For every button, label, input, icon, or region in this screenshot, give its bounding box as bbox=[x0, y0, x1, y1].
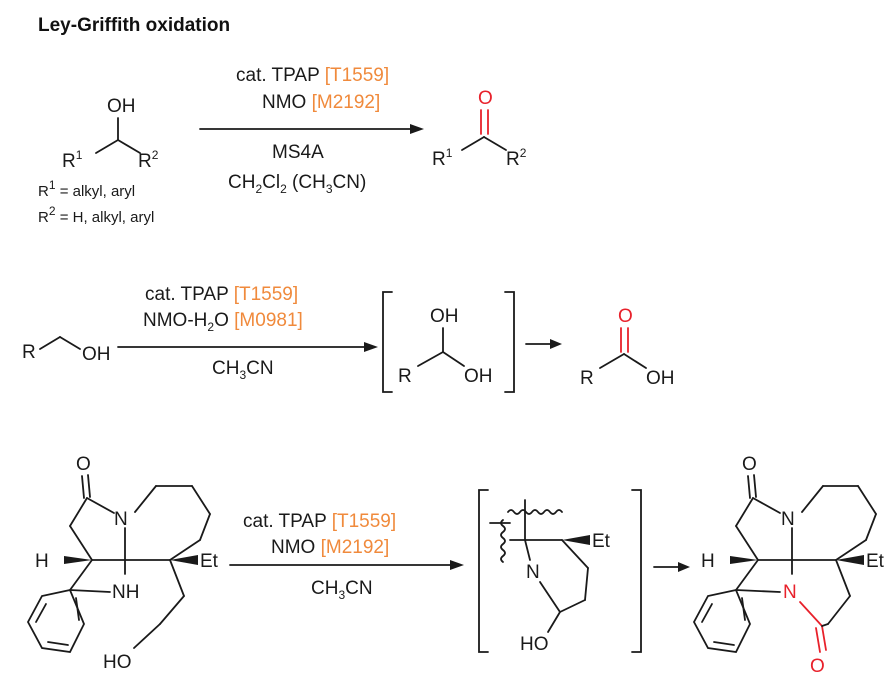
r2-arrow-2 bbox=[525, 339, 562, 349]
r2-starting-alcohol: R OH bbox=[22, 336, 111, 365]
r2-product-acid: O R OH bbox=[580, 306, 675, 389]
r2-int-oh-top: OH bbox=[430, 306, 459, 327]
r3-sm-et: Et bbox=[200, 551, 219, 572]
r3-product: O N H Et N bbox=[692, 454, 885, 677]
r3-sm-o: O bbox=[76, 454, 91, 475]
reaction-2: R OH cat. TPAP [T1559] NMO-H2O [M0981] C… bbox=[22, 284, 675, 393]
r3-sm-ho: HO bbox=[103, 652, 132, 673]
r2-int-oh: OH bbox=[464, 366, 493, 387]
r1-reagent-nmo: NMO [M2192] bbox=[262, 92, 380, 113]
r2-int-r: R bbox=[398, 366, 412, 387]
r3-arrow bbox=[229, 560, 464, 570]
r1-reagent-tpap: cat. TPAP [T1559] bbox=[236, 65, 389, 86]
r2-arrow bbox=[117, 342, 378, 352]
r1-prod-o-label: O bbox=[478, 88, 493, 109]
r1-note-r1: R1 = alkyl, aryl bbox=[38, 178, 135, 200]
r3-sm-h-wedge bbox=[64, 556, 92, 564]
r2-prod-r: R bbox=[580, 368, 594, 389]
r2-reagent-tpap: cat. TPAP [T1559] bbox=[145, 284, 298, 305]
r3-intermediate: Et N HO bbox=[478, 489, 642, 655]
r3-prod-o-top: O bbox=[742, 454, 757, 475]
r3-prod-et-wedge bbox=[836, 555, 864, 565]
r3-arrow-2 bbox=[653, 562, 690, 572]
scheme-title: Ley-Griffith oxidation bbox=[38, 15, 230, 36]
r3-int-et: Et bbox=[592, 531, 611, 552]
r3-sm-et-wedge bbox=[170, 555, 198, 565]
r2-sm-oh-label: OH bbox=[82, 344, 111, 365]
r3-prod-h: H bbox=[701, 551, 715, 572]
r3-reagent-tpap: cat. TPAP [T1559] bbox=[243, 511, 396, 532]
r3-prod-et: Et bbox=[866, 551, 885, 572]
reaction-1: OH R1 R2 R1 = alkyl, aryl R2 = H, alkyl,… bbox=[38, 65, 527, 226]
r1-product-ketone: O R1 R2 bbox=[432, 88, 527, 170]
r3-sm-n: N bbox=[114, 509, 128, 530]
r1-sm-r2-label: R2 bbox=[138, 148, 159, 172]
r2-prod-oh: OH bbox=[646, 368, 675, 389]
r1-sm-oh-label: OH bbox=[107, 96, 136, 117]
r3-int-n: N bbox=[526, 562, 540, 583]
r1-note-r2: R2 = H, alkyl, aryl bbox=[38, 204, 154, 226]
r1-reagent-ms4a: MS4A bbox=[272, 142, 324, 163]
r1-prod-r1-label: R1 bbox=[432, 146, 453, 170]
r3-int-ho: HO bbox=[520, 634, 549, 655]
r3-sm-nh: NH bbox=[112, 582, 139, 603]
r3-solvent: CH3CN bbox=[311, 578, 373, 602]
r3-prod-o: O bbox=[810, 656, 825, 677]
r2-reagent-nmo-h2o: NMO-H2O [M0981] bbox=[143, 310, 303, 334]
r1-prod-r2-label: R2 bbox=[506, 146, 527, 170]
r2-sm-r-label: R bbox=[22, 342, 36, 363]
r3-sm-h: H bbox=[35, 551, 49, 572]
r1-sm-r1-label: R1 bbox=[62, 148, 83, 172]
r3-starting-material: O N H Et NH bbox=[26, 454, 219, 673]
r3-prod-n-top: N bbox=[781, 509, 795, 530]
r1-solvent: CH2Cl2 (CH3CN) bbox=[228, 172, 366, 196]
r1-starting-alcohol: OH R1 R2 bbox=[62, 96, 159, 172]
r3-prod-n: N bbox=[783, 582, 797, 603]
r2-hydrate-intermediate: OH R OH bbox=[382, 291, 515, 393]
r3-reagent-nmo: NMO [M2192] bbox=[271, 537, 389, 558]
r3-prod-h-wedge bbox=[730, 556, 758, 564]
r3-int-et-wedge bbox=[562, 535, 590, 545]
r2-prod-o: O bbox=[618, 306, 633, 327]
r1-arrow bbox=[199, 124, 424, 134]
reaction-3: O N H Et NH bbox=[26, 454, 885, 677]
r2-solvent: CH3CN bbox=[212, 358, 274, 382]
